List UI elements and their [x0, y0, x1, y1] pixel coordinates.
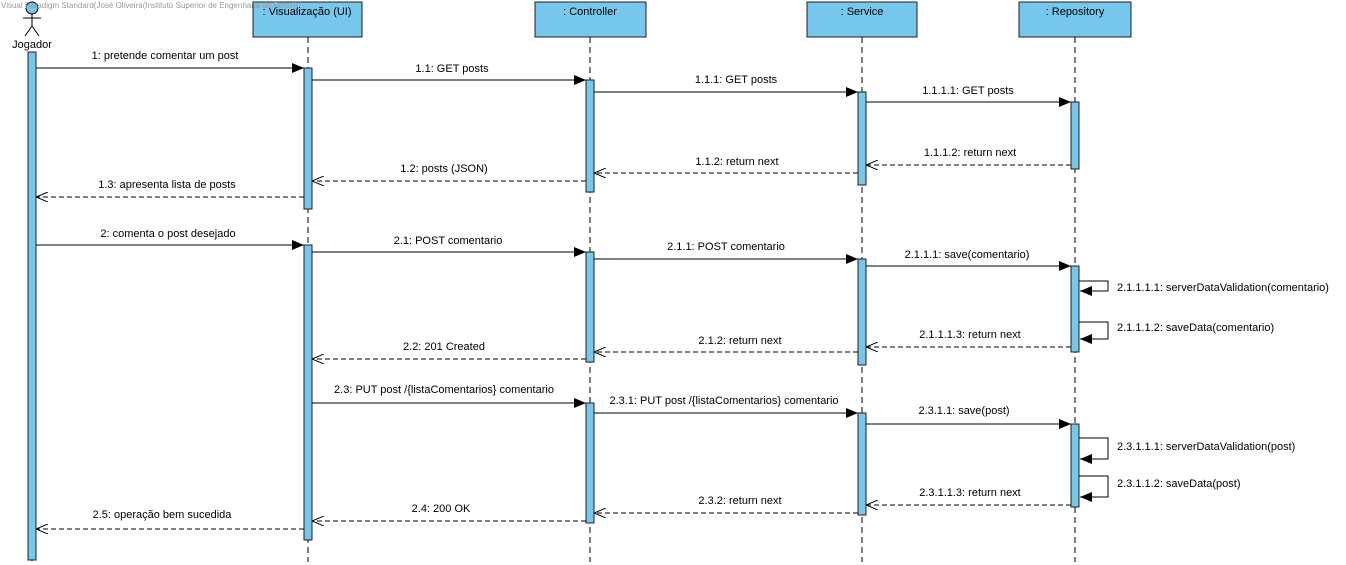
message-return[interactable]: 1.2: posts (JSON) — [312, 163, 586, 181]
message-call[interactable]: 2.3: PUT post /{listaComentarios} coment… — [312, 384, 586, 408]
message-return[interactable]: 2.4: 200 OK — [312, 503, 586, 521]
message-label: 2.3.1.1: save(post) — [918, 405, 1009, 417]
message-label: 2.3.1: PUT post /{listaComentarios} come… — [609, 395, 838, 407]
message-label: 1.1.1.1: GET posts — [922, 85, 1014, 97]
message-label: 1.1: GET posts — [415, 63, 489, 75]
message-label: 2.5: operação bem sucedida — [93, 509, 233, 521]
message-return[interactable]: 2.1.1.1.3: return next — [866, 329, 1071, 347]
message-call[interactable]: 2.3.1.1: save(post) — [866, 405, 1071, 429]
activations — [27, 51, 1080, 561]
message-return[interactable]: 1.1.2: return next — [594, 156, 858, 173]
message-call[interactable]: 2: comenta o post desejado — [36, 228, 304, 250]
message-label: 2.1.1.1.1: serverDataValidation(comentar… — [1117, 282, 1329, 294]
message-call[interactable]: 1.1: GET posts — [312, 63, 586, 85]
message-label: 1.3: apresenta lista de posts — [98, 179, 236, 191]
message-label: 1: pretende comentar um post — [92, 50, 239, 62]
message-call[interactable]: 1: pretende comentar um post — [36, 50, 304, 73]
message-label: 2: comenta o post desejado — [100, 228, 235, 240]
message-arrow — [1079, 280, 1109, 296]
participant-label: : Service — [841, 6, 884, 18]
message-return[interactable]: 2.2: 201 Created — [312, 341, 586, 359]
message-self-call[interactable]: 2.3.1.1.1: serverDataValidation(post) — [1079, 437, 1295, 464]
actor-jogador[interactable]: Jogador — [12, 1, 52, 51]
message-label: 2.1.1.1.2: saveData(comentario) — [1117, 322, 1274, 334]
message-label: 1.1.1: GET posts — [695, 74, 778, 86]
messages: 1: pretende comentar um post 1.1: GET pos… — [36, 50, 1329, 529]
activation-controller — [585, 79, 595, 193]
message-label: 2.1.2: return next — [698, 335, 781, 347]
message-label: 1.1.1.2: return next — [924, 147, 1016, 159]
activation-actor — [27, 51, 37, 561]
message-arrow — [1079, 321, 1109, 344]
activation-ui — [303, 67, 313, 210]
message-label: 2.3.1.1.3: return next — [919, 487, 1021, 499]
message-label: 2.3.2: return next — [698, 495, 781, 507]
message-label: 1.2: posts (JSON) — [400, 163, 487, 175]
message-return[interactable]: 2.5: operação bem sucedida — [36, 509, 304, 529]
message-label: 2.4: 200 OK — [412, 503, 471, 515]
message-return[interactable]: 2.1.2: return next — [594, 335, 858, 352]
stick-figure-icon — [23, 1, 41, 37]
message-label: 2.3.1.1.1: serverDataValidation(post) — [1117, 441, 1295, 453]
activation-repository — [1070, 101, 1080, 170]
participant-label: : Controller — [563, 6, 617, 18]
message-call[interactable]: 2.1.1.1: save(comentario) — [866, 249, 1071, 271]
activation-controller — [585, 402, 595, 524]
participant-ui[interactable]: : Visualização (UI) — [252, 1, 363, 38]
participants: : Visualização (UI) : Controller : Servi… — [252, 1, 1132, 38]
activation-service — [857, 258, 867, 366]
activation-ui — [303, 244, 313, 541]
message-arrow — [1079, 475, 1109, 502]
message-self-call[interactable]: 2.3.1.1.2: saveData(post) — [1079, 475, 1241, 502]
participant-service[interactable]: : Service — [806, 1, 918, 38]
activation-controller — [585, 251, 595, 363]
message-call[interactable]: 2.3.1: PUT post /{listaComentarios} come… — [594, 395, 858, 418]
message-label: 2.2: 201 Created — [403, 341, 485, 353]
message-call[interactable]: 2.1: POST comentario — [312, 235, 586, 257]
message-self-call[interactable]: 2.1.1.1.2: saveData(comentario) — [1079, 321, 1274, 344]
participant-controller[interactable]: : Controller — [534, 1, 647, 38]
participant-label: : Repository — [1046, 6, 1105, 18]
message-label: 2.1.1.1: save(comentario) — [905, 249, 1030, 261]
message-call[interactable]: 1.1.1.1: GET posts — [866, 85, 1071, 107]
message-label: 2.1.1.1.3: return next — [919, 329, 1021, 341]
actor-label: Jogador — [12, 39, 52, 51]
message-call[interactable]: 1.1.1: GET posts — [594, 74, 858, 97]
message-return[interactable]: 1.3: apresenta lista de posts — [36, 179, 304, 197]
message-return[interactable]: 1.1.1.2: return next — [866, 147, 1071, 165]
activation-repository — [1070, 265, 1080, 353]
message-self-call[interactable]: 2.1.1.1.1: serverDataValidation(comentar… — [1079, 280, 1329, 296]
message-label: 2.1.1: POST comentario — [667, 241, 785, 253]
activation-repository — [1070, 423, 1080, 508]
activation-service — [857, 412, 867, 516]
message-label: 1.1.2: return next — [695, 156, 778, 168]
message-label: 2.3.1.1.2: saveData(post) — [1117, 478, 1241, 490]
message-label: 2.3: PUT post /{listaComentarios} coment… — [334, 384, 554, 396]
message-arrow — [1079, 437, 1109, 464]
participant-label: : Visualização (UI) — [262, 6, 351, 18]
participant-repository[interactable]: : Repository — [1018, 1, 1132, 38]
lifelines — [31, 37, 1076, 562]
watermark-text: Visual Paradigm Standard(José Oliveira(I… — [1, 1, 298, 10]
activation-service — [857, 91, 867, 186]
message-return[interactable]: 2.3.1.1.3: return next — [866, 487, 1071, 505]
message-return[interactable]: 2.3.2: return next — [594, 495, 858, 513]
message-label: 2.1: POST comentario — [394, 235, 503, 247]
message-call[interactable]: 2.1.1: POST comentario — [594, 241, 858, 264]
